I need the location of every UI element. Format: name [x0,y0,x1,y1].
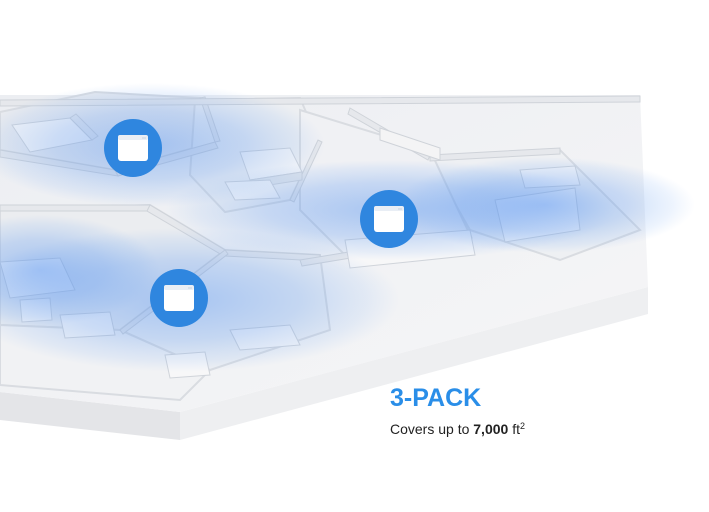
router-icon [118,135,148,161]
router-icon [164,285,194,311]
coverage-text: Covers up to 7,000 ft2 [390,420,525,438]
coverage-unit: ft [508,421,520,437]
mesh-unit-right [360,190,418,248]
coverage-value: 7,000 [473,421,509,437]
router-icon [374,206,404,232]
mesh-unit-top-left [104,119,162,177]
coverage-prefix: Covers up to [390,421,474,437]
pack-label: 3-PACK [390,384,482,412]
product-caption: 3-PACK Covers up to 7,000 ft2 [390,383,525,438]
coverage-exponent: 2 [519,421,525,431]
mesh-unit-bottom-left [150,269,208,327]
